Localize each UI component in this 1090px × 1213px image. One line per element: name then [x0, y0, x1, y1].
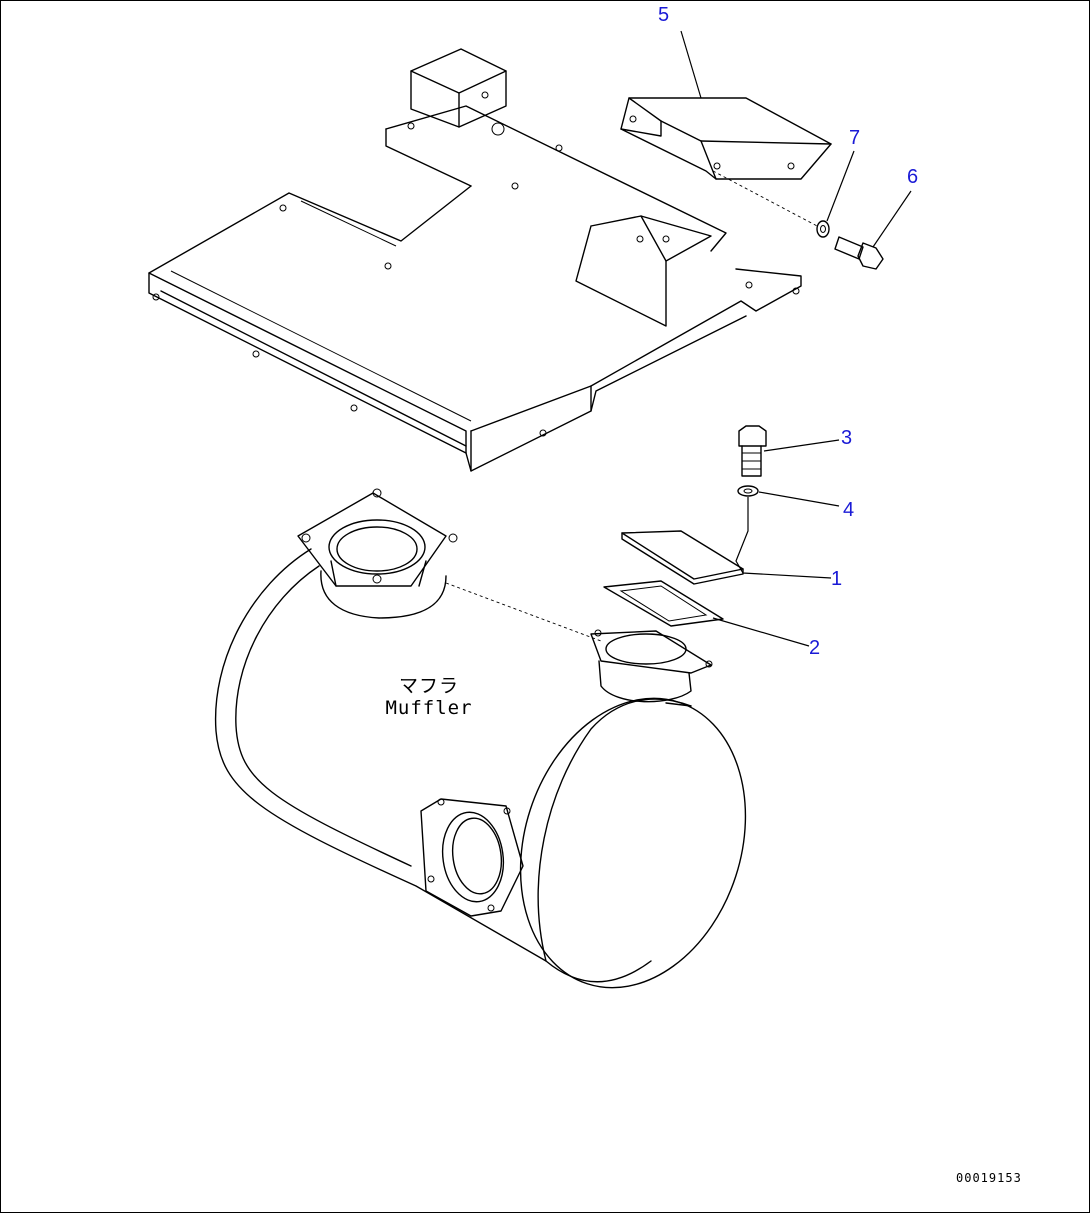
callout-2: 2 [809, 637, 821, 659]
part-3-bolt [738, 425, 767, 477]
muffler-label: マフラ Muffler [379, 675, 479, 719]
callout-6: 6 [907, 166, 919, 188]
part-6-bolt [834, 236, 884, 270]
leader-lines [680, 30, 912, 647]
cover-plate [148, 48, 802, 472]
muffler-label-en: Muffler [385, 697, 473, 719]
part-2-gasket [603, 580, 724, 627]
callout-4: 4 [843, 499, 855, 521]
callout-1: 1 [831, 568, 843, 590]
muffler-label-jp: マフラ [398, 675, 459, 697]
callout-5: 5 [658, 4, 670, 26]
part-1-plate [621, 530, 744, 585]
part-5-cover [620, 97, 832, 180]
part-7-washer [816, 220, 830, 238]
muffler-body [214, 488, 747, 989]
part-4-washer [737, 485, 759, 497]
callout-7: 7 [849, 127, 861, 149]
callout-3: 3 [841, 427, 853, 449]
drawing-code: 00019153 [956, 1171, 1022, 1185]
